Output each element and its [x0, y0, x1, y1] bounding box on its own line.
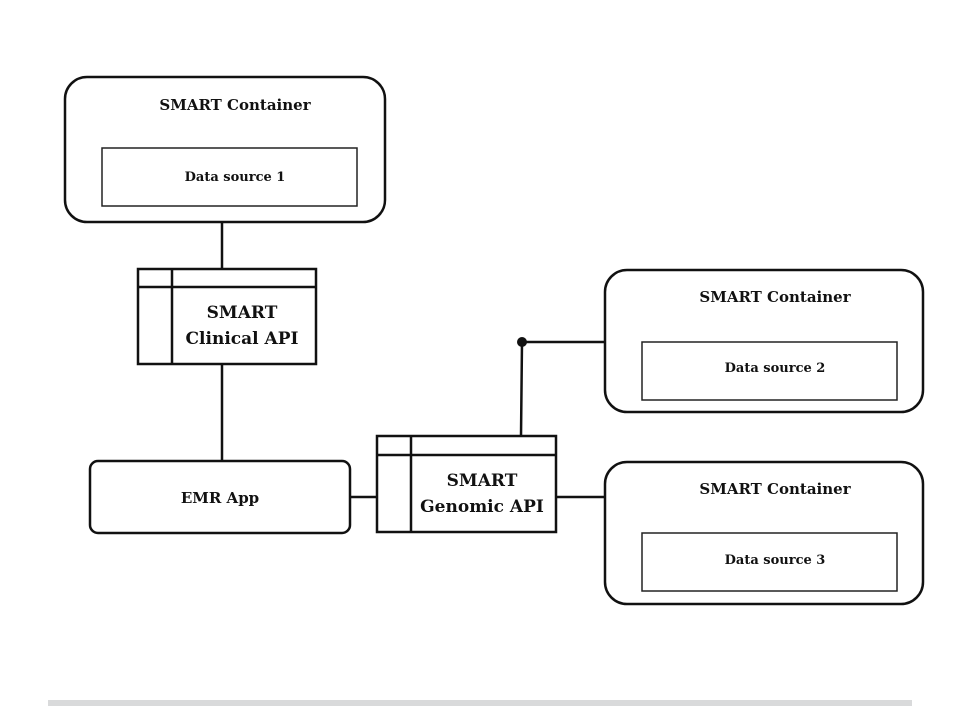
smart-container-3: SMART Container Data source 3	[603, 460, 925, 606]
container-title: SMART Container	[699, 288, 851, 306]
data-source-box	[641, 341, 898, 401]
emr-app-frame	[88, 459, 352, 535]
connector-genomic-container2	[519, 340, 605, 437]
container-title: SMART Container	[699, 480, 851, 498]
smart-container-1: SMART Container Data source 1	[63, 75, 387, 224]
data-source-label: Data source 1	[185, 170, 286, 185]
component-frame	[136, 267, 318, 366]
genomic-api-line2: Genomic API	[420, 497, 544, 517]
data-source-box	[101, 147, 358, 207]
genomic-api-component: SMART Genomic API	[375, 434, 558, 534]
clinical-api-component: SMART Clinical API	[136, 267, 318, 366]
data-source-label: Data source 2	[725, 361, 826, 376]
container-title: SMART Container	[159, 96, 311, 114]
data-source-label: Data source 3	[725, 553, 826, 568]
clinical-api-line1: SMART	[207, 303, 278, 323]
genomic-api-line1: SMART	[447, 471, 518, 491]
clinical-api-line2: Clinical API	[186, 329, 299, 349]
component-frame	[375, 434, 558, 534]
smart-container-2: SMART Container Data source 2	[603, 268, 925, 414]
bottom-divider-bar	[48, 700, 912, 706]
emr-app-label: EMR App	[181, 489, 259, 507]
emr-app: EMR App	[88, 459, 352, 535]
junction-dot	[517, 337, 527, 347]
data-source-box	[641, 532, 898, 592]
